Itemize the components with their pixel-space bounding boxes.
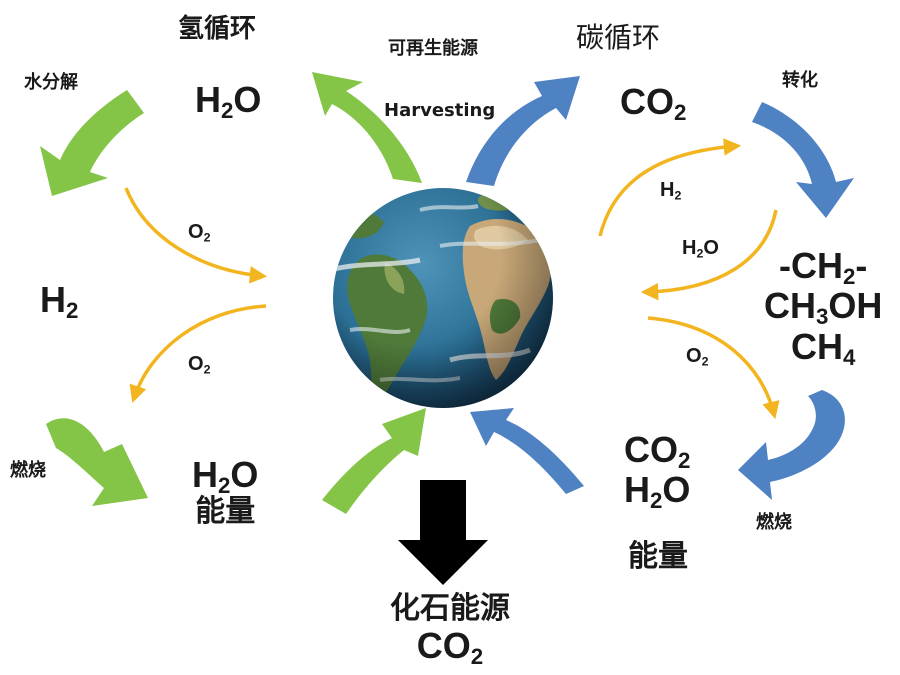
h2o-label-carbon: H2O [682, 237, 719, 261]
water-splitting-label: 水分解 [24, 72, 78, 93]
harvesting-label: Harvesting [384, 100, 496, 121]
hydrogen-products: H2O 能量 [192, 454, 259, 530]
bottom-h2o-formula: H2O [624, 469, 691, 514]
carbon-products: CO2 H2O [624, 429, 691, 514]
bottom-co2-formula: CO2 [624, 429, 691, 474]
arrow-co2-to-earth [470, 408, 584, 494]
methane-formula: CH4 [791, 325, 856, 370]
arrow-renewable-to-water [312, 72, 422, 183]
arrow-water-split [40, 90, 144, 196]
conversion-label: 转化 [782, 70, 818, 91]
o2-arc-hydrogen-upper [124, 187, 268, 284]
h2o-arc-carbon-out [640, 209, 778, 301]
hydrogen-burn-label: 燃烧 [10, 460, 46, 481]
earth-globe-icon [333, 188, 553, 408]
ch2-formula: -CH2- [779, 245, 868, 290]
o2-label-carbon: O2 [686, 345, 709, 369]
top-water-formula: H2O [195, 79, 262, 124]
bottom-water-formula: H2O [192, 454, 259, 499]
arrow-renewable-to-co2 [466, 76, 580, 186]
fuel-products: -CH2- CH3OH CH4 [764, 245, 883, 370]
carbon-cycle-title: 碳循环 [576, 21, 661, 54]
carbon-energy-label: 能量 [628, 539, 688, 574]
h2-arc-carbon-in [598, 138, 742, 237]
arrow-fossil-down [398, 480, 488, 585]
carbon-burn-label: 燃烧 [756, 512, 792, 533]
arrow-water-to-earth [322, 408, 426, 514]
o2-arc-hydrogen-lower [129, 304, 267, 403]
hydrogen-formula: H2 [40, 279, 79, 324]
renewable-energy-label: 可再生能源 [388, 38, 478, 59]
fossil-co2-formula: CO2 [416, 624, 484, 669]
top-co2-formula: CO2 [620, 81, 687, 126]
arrow-hydrogen-burn [46, 418, 148, 506]
hydrogen-cycle-title: 氢循环 [178, 14, 257, 44]
bottom-energy-label: 能量 [195, 494, 256, 530]
h2-label-carbon: H2 [660, 179, 682, 203]
methanol-formula: CH3OH [764, 285, 883, 330]
arrow-co2-conversion [752, 102, 854, 218]
arrow-fuel-burn [738, 390, 845, 500]
o2-label-hydrogen-lower: O2 [188, 353, 211, 377]
fossil-energy-label: 化石能源 [390, 591, 510, 626]
o2-label-hydrogen-upper: O2 [188, 221, 211, 245]
o2-arc-carbon-in [647, 316, 780, 420]
fossil-energy-block: 化石能源 CO2 [390, 591, 510, 669]
